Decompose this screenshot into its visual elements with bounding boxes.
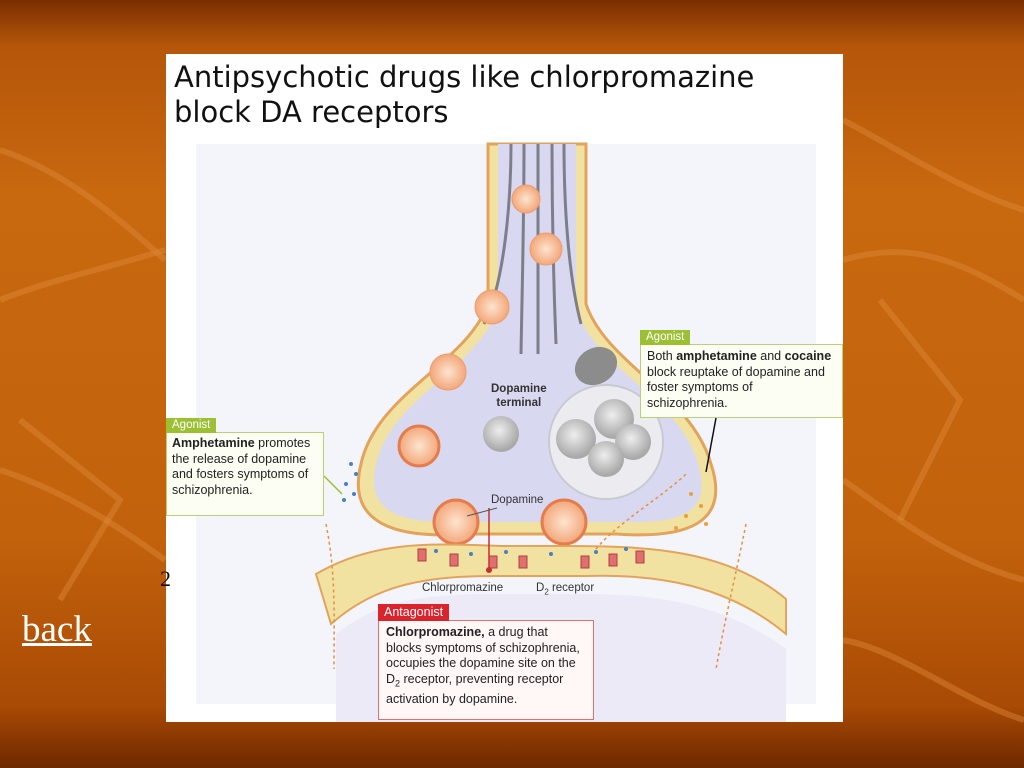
antagonist-chlorpromazine-callout: Antagonist Chlorpromazine, a drug that b…	[378, 604, 594, 720]
chlorpromazine-label: Chlorpromazine	[422, 582, 504, 594]
agonist-tag: Agonist	[166, 418, 217, 433]
back-link[interactable]: back	[22, 609, 92, 650]
agonist-amphetamine-callout: Agonist Amphetamine promotes the release…	[166, 418, 324, 516]
dopamine-terminal-label: Dopamine terminal	[491, 383, 547, 409]
antagonist-tag: Antagonist	[378, 604, 450, 621]
agonist-reuptake-callout: Agonist Both amphetamine and cocaine blo…	[640, 330, 843, 418]
mitochondrion	[574, 346, 618, 386]
stray-character: 2	[160, 566, 171, 591]
postsynaptic-membrane	[314, 543, 787, 637]
vesicle-dotted	[397, 424, 441, 468]
diagram-title: Antipsychotic drugs like chlorpromazine …	[174, 60, 755, 129]
d2-receptor-label: D2 receptor	[536, 582, 595, 597]
dopamine-label: Dopamine	[491, 494, 544, 506]
diagram-image: Antipsychotic drugs like chlorpromazine …	[166, 54, 843, 722]
agonist-tag: Agonist	[640, 330, 691, 345]
